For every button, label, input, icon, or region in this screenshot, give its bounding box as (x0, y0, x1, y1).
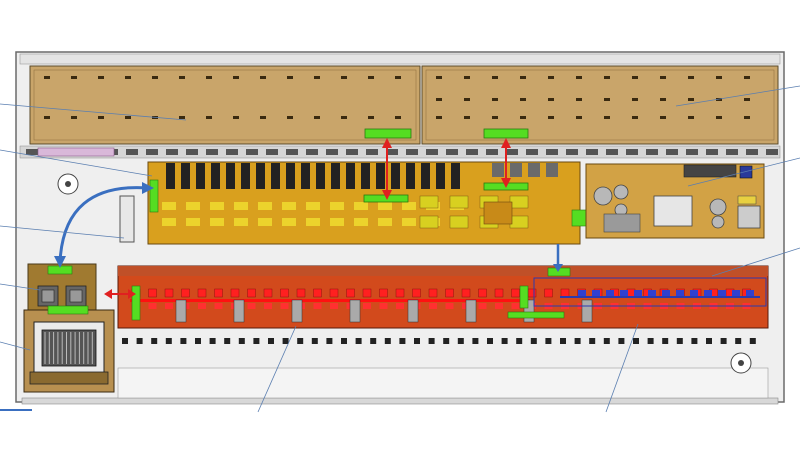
heatsink-array (166, 163, 558, 189)
psu-transformer (653, 195, 693, 227)
psu-blue-component (739, 165, 753, 179)
psu-inlet-block (683, 164, 737, 178)
plate-connector-left (364, 128, 412, 139)
chassis-top-rail (19, 53, 781, 65)
plate-connector-right (483, 128, 529, 139)
board-side-connector (571, 209, 587, 227)
purple-connector (37, 147, 115, 157)
transformer-assembly (23, 305, 115, 393)
driver-connector (507, 311, 565, 319)
board-edge-connector (149, 179, 159, 213)
driver-left-connector (131, 285, 141, 321)
power-supply-board (585, 163, 765, 239)
psu-capacitor (593, 186, 613, 206)
callout-lines (0, 85, 800, 413)
blue-connection-arrows (54, 182, 563, 272)
chassis-bottom-rail (21, 397, 779, 405)
connector-module (27, 263, 97, 311)
top-left-cover-plate (29, 65, 421, 145)
main-control-board (147, 161, 587, 245)
red-connection-arrows (104, 138, 511, 299)
top-right-cover-plate (421, 65, 779, 145)
bottom-panel (117, 367, 769, 399)
blue-bus-region (533, 277, 767, 307)
bottom-slot-row (122, 338, 756, 344)
left-board-clip (119, 195, 135, 243)
board-traces (162, 195, 529, 229)
output-driver-board (117, 265, 769, 329)
